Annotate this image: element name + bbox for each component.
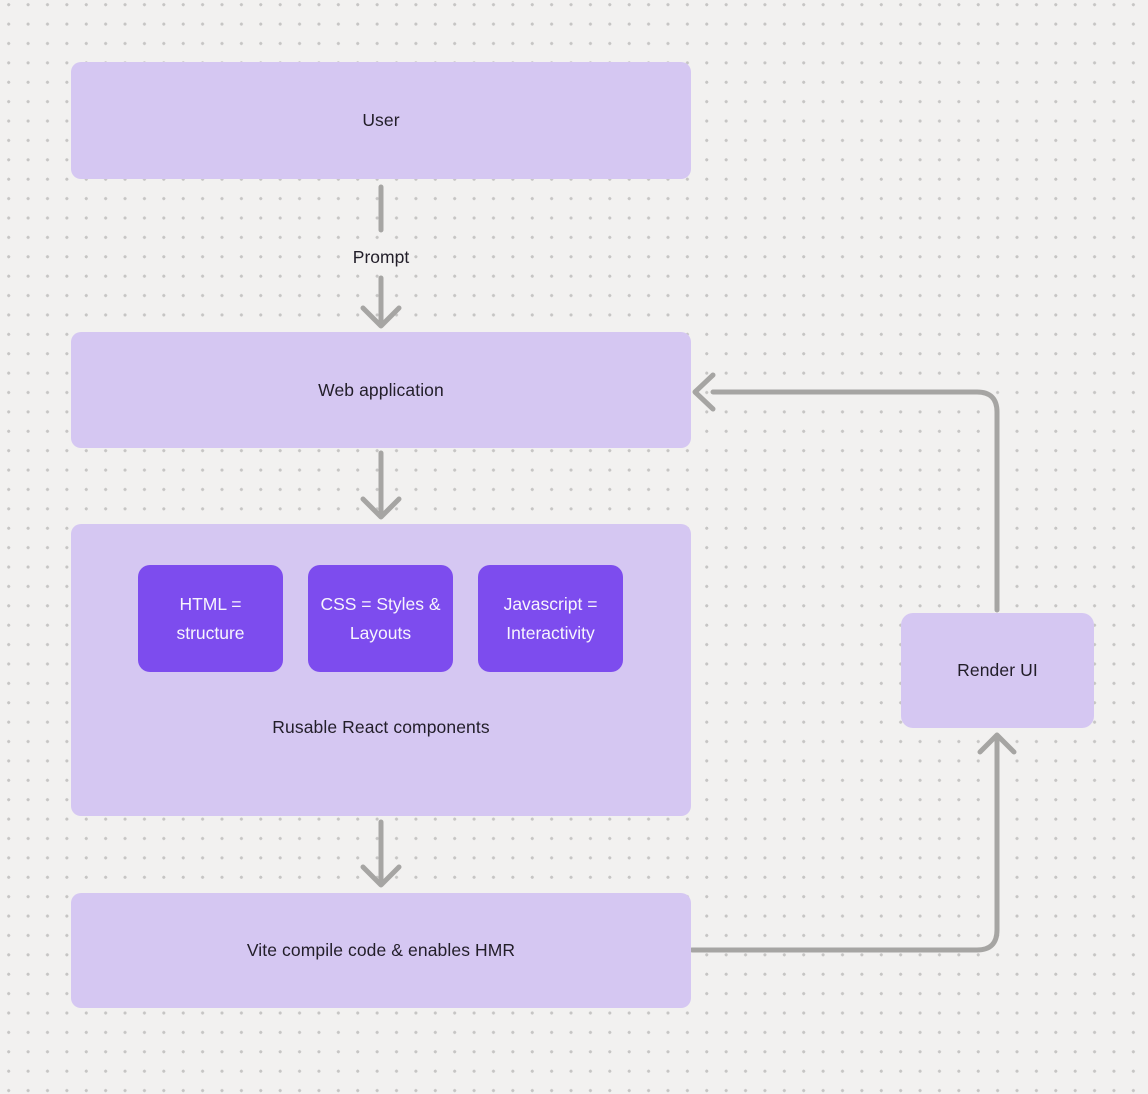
node-web-application-label: Web application <box>318 379 444 400</box>
node-render-ui[interactable]: Render UI <box>901 613 1094 728</box>
node-html[interactable]: HTML = structure <box>138 565 283 672</box>
node-css[interactable]: CSS = Styles & Layouts <box>308 565 453 672</box>
node-components-container-label: Rusable React components <box>272 717 490 737</box>
node-render-ui-label: Render UI <box>957 660 1038 680</box>
arrowhead-down-icon <box>360 305 402 329</box>
edge-renderui-to-webapp <box>692 372 1000 613</box>
edge-webapp-to-components <box>360 450 402 520</box>
node-web-application[interactable]: Web application <box>71 332 691 448</box>
node-vite-label: Vite compile code & enables HMR <box>246 940 516 960</box>
edge-line <box>710 389 1000 613</box>
arrowhead-up-icon <box>977 732 1017 755</box>
node-user[interactable]: User <box>71 62 691 179</box>
edge-line <box>689 736 1000 953</box>
node-javascript[interactable]: Javascript = Interactivity <box>478 565 623 672</box>
node-vite[interactable]: Vite compile code & enables HMR <box>71 893 691 1008</box>
node-javascript-label: Javascript = Interactivity <box>503 593 598 643</box>
arrowhead-down-icon <box>360 496 402 520</box>
node-user-label: User <box>362 110 400 130</box>
node-css-label: CSS = Styles & Layouts <box>320 593 441 643</box>
arrowhead-left-icon <box>692 372 716 412</box>
edge-label-prompt: Prompt <box>352 247 410 267</box>
arrowhead-down-icon <box>360 864 402 888</box>
edge-components-to-vite <box>360 819 402 888</box>
edge-vite-to-renderui <box>689 732 1017 953</box>
node-html-label: HTML = structure <box>176 593 245 643</box>
